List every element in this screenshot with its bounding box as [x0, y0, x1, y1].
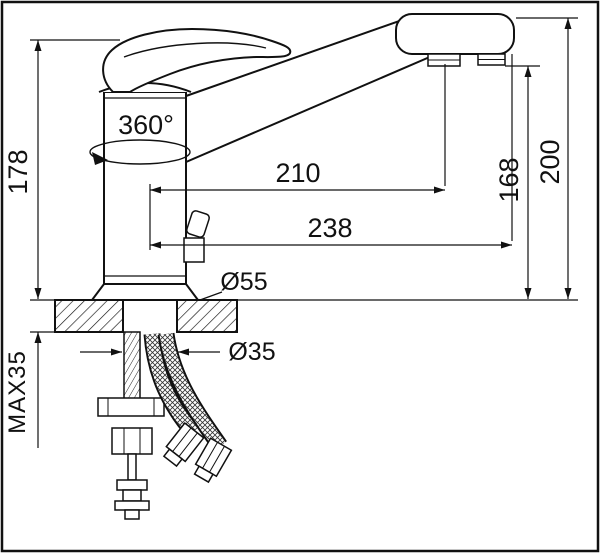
diverter-stem — [183, 237, 205, 263]
handle-accent-line — [123, 42, 267, 58]
dim-238-label: 238 — [307, 213, 352, 243]
faucet — [90, 13, 515, 301]
dia-35-label: Ø35 — [228, 338, 275, 366]
hose-2-nut-facet-a — [202, 442, 218, 469]
stud-lower-rod — [127, 453, 137, 481]
hose-2-nut-tip — [193, 465, 214, 484]
end-fitting-4 — [124, 509, 140, 520]
hose-1-nut-tip — [162, 448, 184, 468]
mounting-assembly — [97, 331, 165, 520]
countertop-left-section — [54, 299, 124, 333]
dim-200-label: 200 — [535, 139, 565, 184]
end-fitting-3 — [114, 500, 150, 511]
dim-360-label: 360° — [118, 110, 174, 140]
dia-55-label: Ø55 — [220, 268, 267, 296]
diverter-knob — [186, 210, 210, 238]
horseshoe-bracket — [97, 397, 165, 417]
dimensions — [30, 17, 578, 448]
dim-178-label: 178 — [3, 149, 33, 194]
hose-1-nut-facet-a — [172, 427, 192, 452]
base-flange — [90, 283, 200, 301]
dim-210-label: 210 — [275, 158, 320, 188]
leader-base-dia — [199, 291, 223, 301]
hose-1-nut-facet-b — [178, 432, 198, 457]
mounting-nut — [111, 427, 153, 455]
dim-168-label: 168 — [494, 157, 524, 202]
end-fitting-1 — [116, 479, 148, 491]
swivel-arrowhead-icon — [92, 152, 108, 165]
spout-head — [395, 13, 515, 55]
max35-label: MAX35 — [4, 350, 31, 434]
countertop — [54, 299, 238, 333]
threaded-stud — [123, 331, 141, 405]
end-fitting-2 — [122, 489, 142, 502]
countertop-right-section — [176, 299, 238, 333]
flex-hoses — [143, 332, 233, 484]
hose-2-nut-facet-b — [209, 446, 225, 473]
swivel-ellipse — [89, 139, 191, 165]
dimension-labels: 178 360° 210 238 168 200 Ø55 Ø35 MAX35 — [3, 110, 565, 434]
hose-2-braid — [159, 333, 226, 450]
